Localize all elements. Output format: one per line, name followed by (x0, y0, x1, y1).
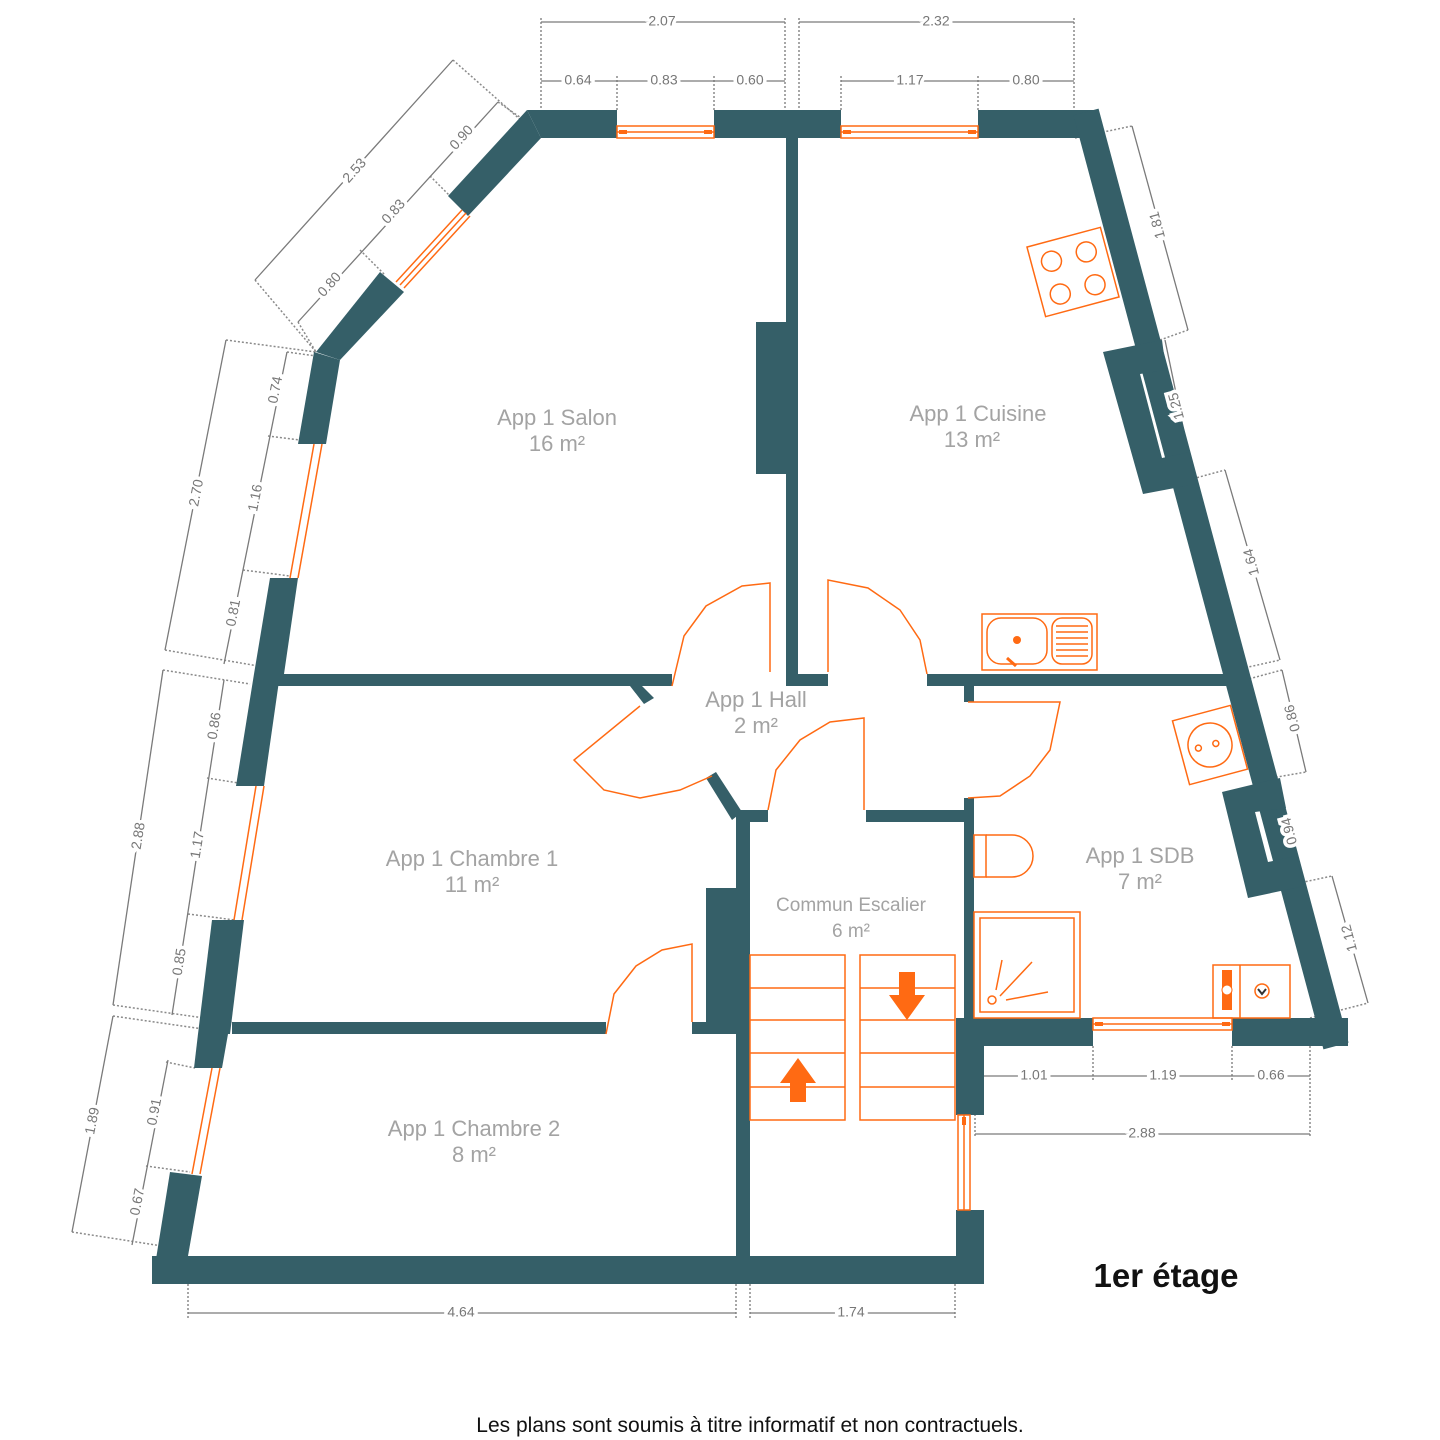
dim-label: 1.17 (187, 830, 207, 860)
dim-label: 2.70 (185, 478, 206, 508)
floor-label: 1er étage (1094, 1257, 1239, 1294)
door-cuisine (827, 579, 928, 675)
toilet (973, 834, 1034, 878)
room-hall-area: 2 m² (734, 713, 778, 738)
dim-label: 2.88 (128, 821, 148, 851)
dim-label: 0.60 (736, 72, 763, 88)
arrow-down-icon (889, 972, 925, 1020)
dim-label: 0.86 (1280, 703, 1303, 734)
room-cuisine-area: 13 m² (944, 427, 1000, 452)
window-left-1 (289, 443, 323, 579)
dim-label: 1.12 (1337, 923, 1360, 954)
dim-label: 1.89 (81, 1106, 102, 1136)
dim-label: 0.67 (126, 1187, 147, 1217)
kitchen-sink (981, 613, 1098, 671)
dim-label: 2.07 (648, 13, 675, 29)
dim-label: 0.86 (204, 711, 224, 741)
washbasin (1171, 704, 1249, 786)
dim-label: 0.83 (650, 72, 677, 88)
walls (152, 108, 1349, 1284)
dim-label: 0.74 (264, 375, 285, 405)
dim-label: 4.64 (447, 1304, 474, 1320)
window-stair (957, 1114, 971, 1211)
dim-label: 2.32 (922, 13, 949, 29)
window-top-salon (616, 125, 715, 139)
room-escalier-area: 6 m² (832, 921, 870, 942)
window-top-cuisine (840, 125, 979, 139)
dim-label: 0.64 (564, 72, 591, 88)
room-labels: App 1 Salon 16 m² App 1 Cuisine 13 m² Ap… (386, 401, 1195, 1167)
room-chambre2-name: App 1 Chambre 2 (388, 1116, 560, 1141)
dim-label: 1.81 (1145, 210, 1168, 241)
dim-label: 0.80 (314, 268, 344, 299)
window-nw (395, 209, 471, 289)
stove (1026, 226, 1120, 318)
room-chambre1-area: 11 m² (445, 872, 500, 897)
dim-label: 1.64 (1239, 547, 1262, 578)
disclaimer: Les plans sont soumis à titre informatif… (476, 1414, 1023, 1437)
dim-label: 0.83 (378, 195, 408, 226)
door-chambre2 (605, 943, 693, 1035)
arrow-up-icon (780, 1058, 816, 1102)
room-escalier-name: Commun Escalier (776, 895, 927, 916)
room-chambre1-name: App 1 Chambre 1 (386, 846, 558, 871)
dim-label: 1.19 (1149, 1067, 1176, 1083)
door-chambre1 (572, 705, 713, 799)
room-salon-name: App 1 Salon (497, 405, 617, 430)
window-left-3 (191, 1067, 221, 1175)
shower (973, 911, 1081, 1019)
dim-label: 1.16 (244, 483, 265, 513)
dim-label: 0.80 (1012, 72, 1039, 88)
window-left-2 (233, 785, 265, 921)
doors (572, 579, 1061, 1035)
room-sdb-name: App 1 SDB (1086, 843, 1195, 868)
room-salon-area: 16 m² (529, 431, 585, 456)
dim-label: 1.74 (837, 1304, 864, 1320)
door-sdb (967, 701, 1061, 799)
window-sdb (1092, 1017, 1233, 1031)
door-stair (767, 717, 865, 811)
dim-label: 0.85 (169, 947, 189, 977)
washing-machine (1212, 964, 1291, 1019)
dim-label: 1.01 (1020, 1067, 1047, 1083)
dim-label: 2.88 (1128, 1125, 1155, 1141)
staircase (749, 954, 956, 1121)
dim-label: 0.91 (143, 1097, 164, 1127)
room-hall-name: App 1 Hall (705, 687, 807, 712)
room-sdb-area: 7 m² (1118, 869, 1162, 894)
dim-label: 0.81 (222, 598, 243, 628)
room-cuisine-name: App 1 Cuisine (910, 401, 1047, 426)
room-chambre2-area: 8 m² (452, 1142, 496, 1167)
dim-label: 1.17 (896, 72, 923, 88)
windows (191, 125, 1233, 1211)
door-salon (671, 582, 771, 687)
dim-label: 0.90 (446, 121, 476, 152)
dim-label: 0.66 (1257, 1067, 1284, 1083)
